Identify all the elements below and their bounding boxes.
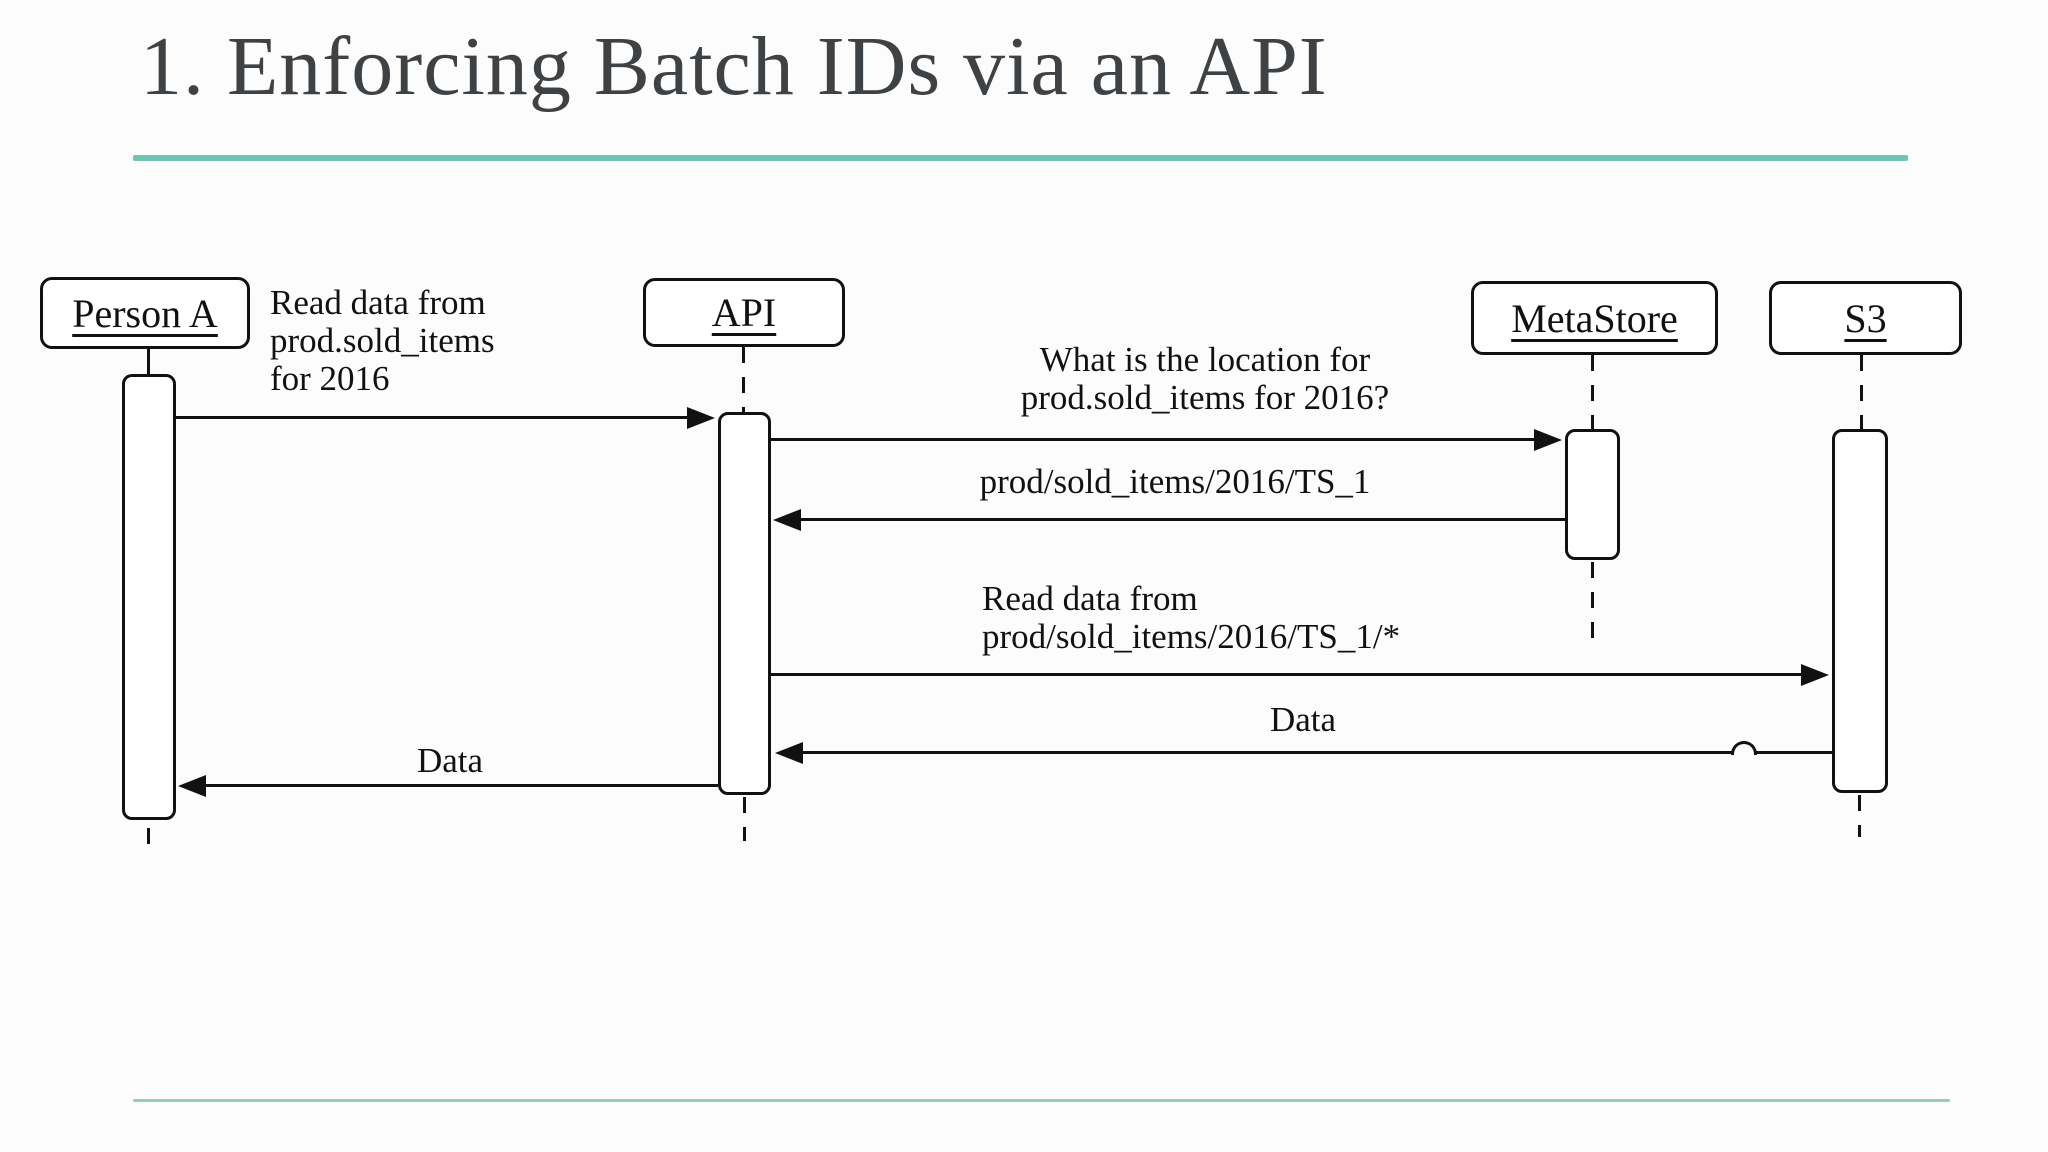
lifeline-metastore-bottom: [1591, 562, 1594, 644]
message-arrow-1-line: [176, 416, 691, 419]
activation-bar-s3: [1832, 429, 1888, 793]
activation-bar-person-a: [122, 374, 176, 820]
message-arrow-3-line: [799, 518, 1565, 521]
message-arrow-3-arrowhead: [773, 509, 801, 531]
message-label-5: Data: [1269, 700, 1337, 739]
actor-box-s3: S3: [1769, 281, 1962, 355]
message-arrow-2-line: [771, 438, 1536, 441]
message-arrow-6-line: [204, 784, 718, 787]
message-arrow-4-arrowhead: [1801, 664, 1829, 686]
message-arrow-5-line: [801, 751, 1832, 754]
actor-label-s3: S3: [1844, 295, 1887, 341]
lifeline-api-bottom: [743, 797, 746, 841]
message-label-1: Read data from prod.sold_items for 2016: [270, 283, 495, 398]
actor-label-api: API: [711, 290, 777, 335]
message-arrow-4-line: [771, 673, 1803, 676]
activation-bar-metastore: [1565, 429, 1620, 560]
actor-box-api: API: [643, 278, 845, 347]
message-arrow-5-arrowhead: [775, 742, 803, 764]
lifeline-api-top: [742, 347, 745, 413]
message-arrow-1-arrowhead: [687, 407, 715, 429]
lifeline-person-a-bottom: [147, 828, 150, 852]
lifeline-s3-top: [1860, 355, 1863, 430]
actor-label-metastore: MetaStore: [1511, 295, 1678, 341]
slide-title: 1. Enforcing Batch IDs via an API: [140, 20, 1328, 113]
message-arrow-5-hop: [1731, 741, 1757, 755]
actor-box-person-a: Person A: [40, 277, 250, 349]
lifeline-metastore-top: [1591, 355, 1594, 430]
actor-label-person-a: Person A: [72, 290, 218, 336]
message-label-6: Data: [416, 741, 484, 780]
lifeline-person-a-top: [147, 349, 150, 375]
lifeline-s3-bottom: [1858, 795, 1861, 837]
message-label-4: Read data from prod/sold_items/2016/TS_1…: [982, 579, 1401, 656]
message-label-3: prod/sold_items/2016/TS_1: [979, 462, 1371, 501]
footer-rule: [133, 1099, 1950, 1102]
message-arrow-2-arrowhead: [1534, 429, 1562, 451]
actor-box-metastore: MetaStore: [1471, 281, 1718, 355]
message-label-2: What is the location for prod.sold_items…: [1020, 340, 1390, 417]
message-arrow-6-arrowhead: [178, 775, 206, 797]
activation-bar-api: [718, 412, 771, 795]
title-underline-rule: [133, 155, 1908, 161]
